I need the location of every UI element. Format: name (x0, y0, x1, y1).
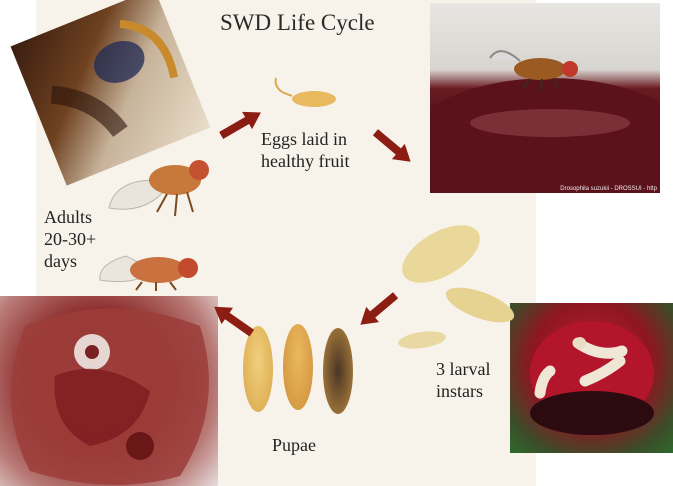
egg-illustration (272, 74, 342, 110)
larvae-in-cherry-photo (510, 303, 673, 453)
diagram-title: SWD Life Cycle (220, 10, 375, 36)
pupa-illustration (323, 328, 353, 414)
adult-fly-illustration (96, 246, 206, 292)
fly-on-cherry-photo: Drosophila suzukii - DROSSUI - http (430, 3, 660, 193)
eggs-stage-label: Eggs laid in healthy fruit (261, 128, 349, 172)
pupa-illustration (283, 324, 313, 410)
damaged-cherry-photo (0, 296, 218, 486)
pupae-stage-label: Pupae (272, 434, 316, 456)
adult-fly-illustration (105, 150, 215, 222)
larvae-stage-label: 3 larval instars (436, 358, 490, 402)
adults-stage-label: Adults 20-30+ days (44, 206, 96, 272)
photo-caption: Drosophila suzukii - DROSSUI - http (560, 186, 657, 192)
